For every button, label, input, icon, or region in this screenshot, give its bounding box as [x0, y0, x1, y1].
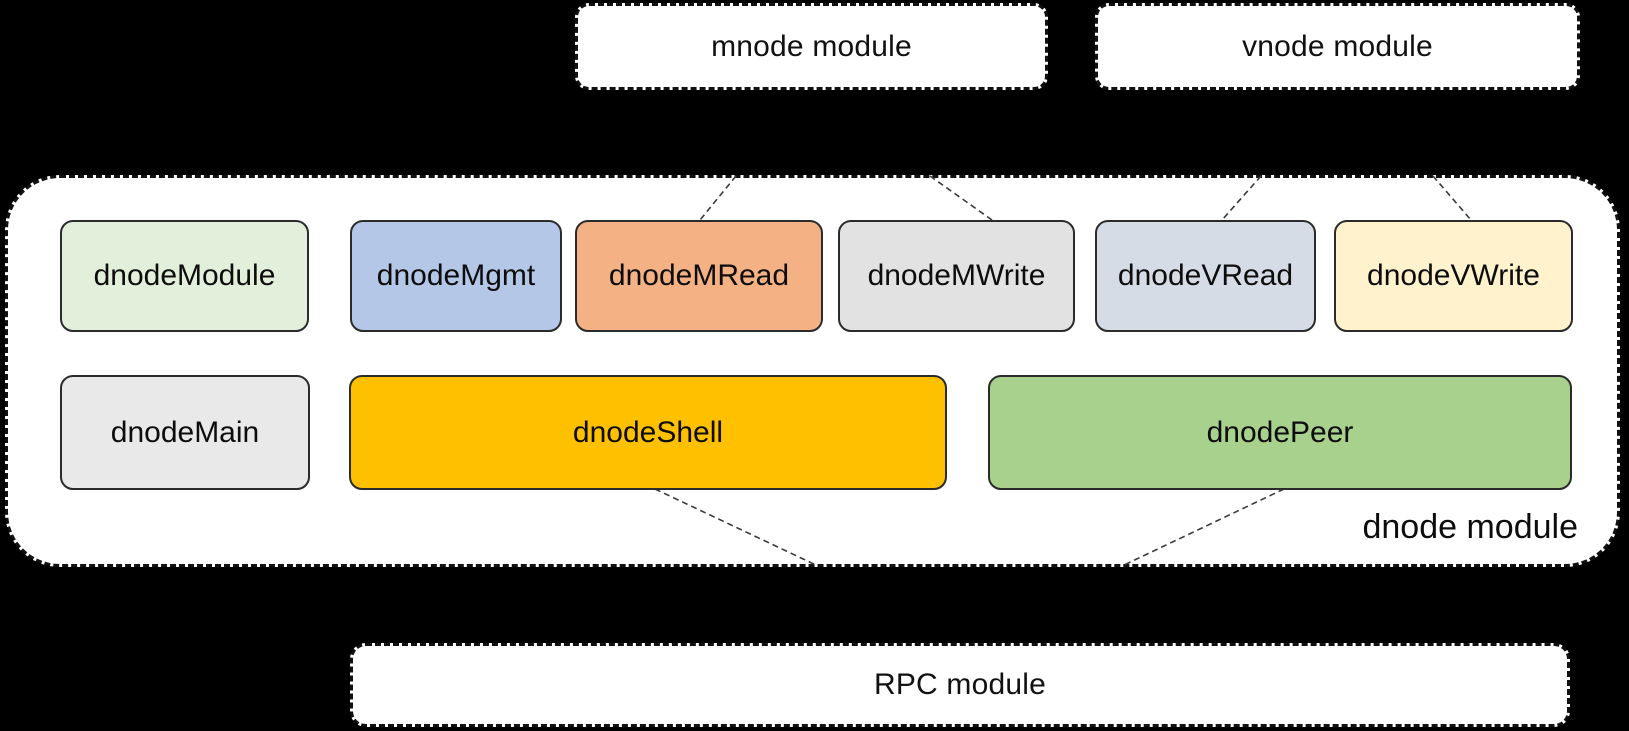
dnodeVWrite-label: dnodeVWrite	[1367, 259, 1540, 292]
dnodeModule-label: dnodeModule	[93, 259, 276, 292]
dnodeMWrite-box: dnodeMWrite	[838, 220, 1075, 332]
dnodeVWrite-box: dnodeVWrite	[1334, 220, 1573, 332]
rpc-module-box: RPC module	[350, 643, 1570, 727]
dnodeMgmt-box: dnodeMgmt	[350, 220, 562, 332]
vnode-module-box: vnode module	[1095, 3, 1580, 90]
vnode-module-label: vnode module	[1242, 29, 1433, 63]
dnodeMain-box: dnodeMain	[60, 375, 310, 490]
dnodeModule-box: dnodeModule	[60, 220, 309, 332]
dnodePeer-label: dnodePeer	[1206, 415, 1354, 449]
dnodeMRead-label: dnodeMRead	[608, 259, 790, 292]
rpc-module-label: RPC module	[873, 668, 1047, 701]
dnodeMain-label: dnodeMain	[110, 415, 260, 449]
dnodeMgmt-label: dnodeMgmt	[376, 259, 536, 292]
dnodeMRead-box: dnodeMRead	[575, 220, 823, 332]
dnode-module-label: dnode module	[1362, 508, 1578, 546]
dnodeVRead-box: dnodeVRead	[1095, 220, 1316, 332]
mnode-module-box: mnode module	[575, 3, 1048, 90]
dnodeShell-box: dnodeShell	[349, 375, 947, 490]
dnodePeer-box: dnodePeer	[988, 375, 1572, 490]
dnodeVRead-label: dnodeVRead	[1117, 259, 1294, 292]
dnodeMWrite-label: dnodeMWrite	[867, 259, 1046, 292]
dnodeShell-label: dnodeShell	[572, 415, 724, 449]
mnode-module-label: mnode module	[711, 29, 912, 63]
